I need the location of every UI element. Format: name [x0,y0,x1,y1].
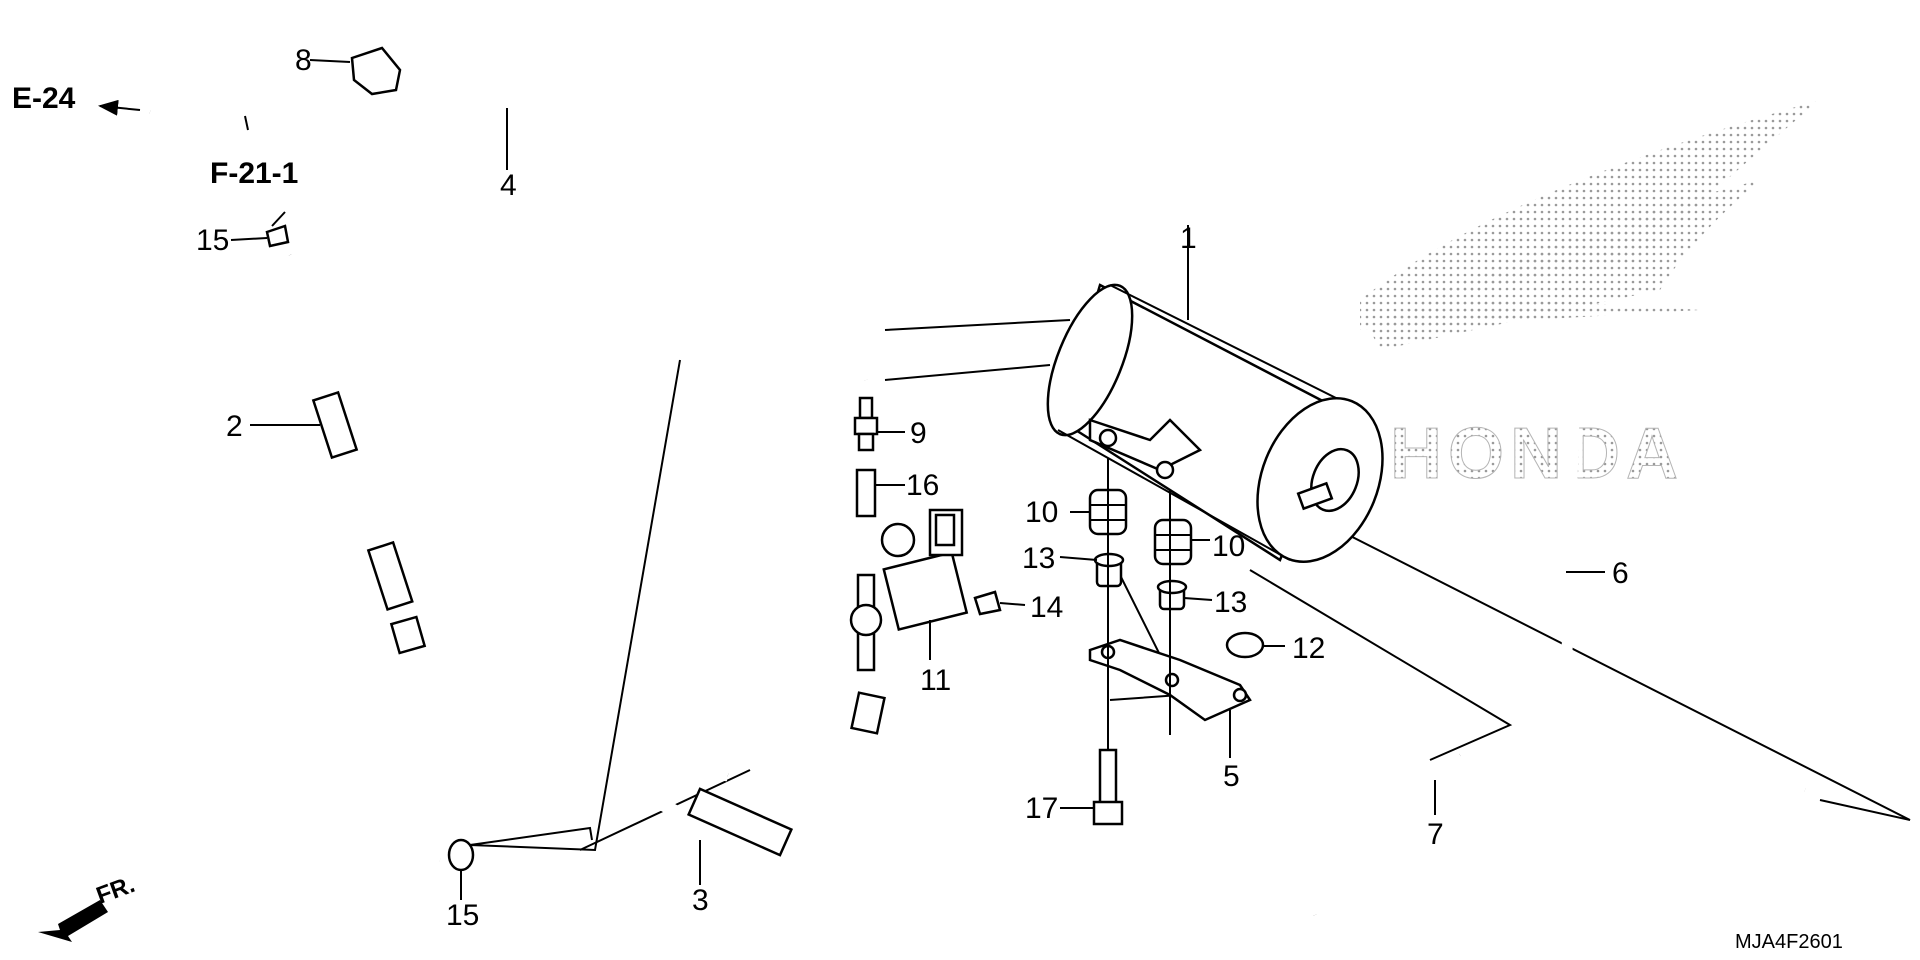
purge-solenoid-valve-11 [849,508,969,672]
callout-leader-lines [230,108,1605,900]
callout-12: 12 [1292,632,1325,665]
honda-wing-logo: HONDA [1360,100,1820,495]
callout-5: 5 [1223,760,1240,793]
e24-arrow [98,99,141,116]
collar-13-right [1156,579,1188,611]
bolt-17 [1092,748,1124,826]
evap-canister-1 [1046,283,1384,564]
callout-13-right: 13 [1214,586,1247,619]
front-direction-indicator: FR. [38,871,138,942]
drawing-code: MJA4F2601 [1735,931,1843,953]
hose-7 [1260,749,1463,916]
hose-6 [1559,324,1806,806]
hose-2 [284,253,451,866]
callout-1: 1 [1180,222,1197,255]
reference-f-21-1: F-21-1 [210,157,298,190]
callout-13-left: 13 [1022,542,1055,575]
callout-9: 9 [910,417,927,450]
callout-3: 3 [692,884,709,917]
callout-11: 11 [920,664,951,697]
hose-4 [149,51,872,381]
callout-17: 17 [1025,792,1058,825]
callout-16: 16 [906,469,939,502]
callout-4: 4 [500,169,517,202]
hose-3 [648,691,886,921]
callout-2: 2 [226,410,243,443]
callout-10-right: 10 [1212,530,1245,563]
fitting-9 [853,396,879,452]
canister-bracket-5 [1088,458,1252,760]
clip-15-bottom [447,838,475,872]
clip-8 [309,46,402,96]
screw-14 [973,590,1026,616]
callout-15-bottom: 15 [446,899,479,932]
reference-e-24: E-24 [12,82,76,115]
honda-logo-text: HONDA [1390,414,1684,494]
callout-8: 8 [295,44,312,77]
callout-7: 7 [1427,818,1444,851]
callout-15-top: 15 [196,224,229,257]
tube-16 [855,468,877,518]
callout-10-left: 10 [1025,496,1058,529]
grommet-10-right [1153,518,1193,566]
callout-14: 14 [1030,591,1063,624]
callout-6: 6 [1612,557,1629,590]
front-direction-label: FR. [93,871,139,910]
clip-15-top [265,224,290,248]
cap-12 [1225,631,1265,659]
